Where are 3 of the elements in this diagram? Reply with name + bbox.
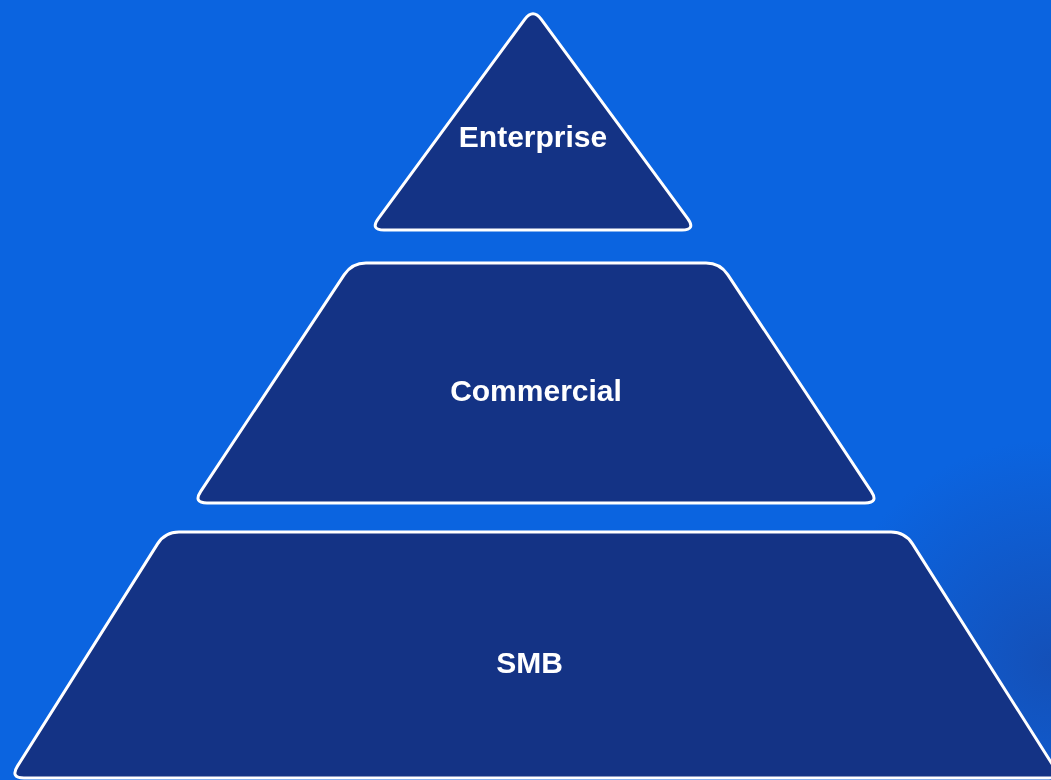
tier-label: Enterprise (458, 118, 608, 155)
tier-label: SMB (496, 644, 563, 681)
tier-label: Commercial (450, 372, 622, 409)
